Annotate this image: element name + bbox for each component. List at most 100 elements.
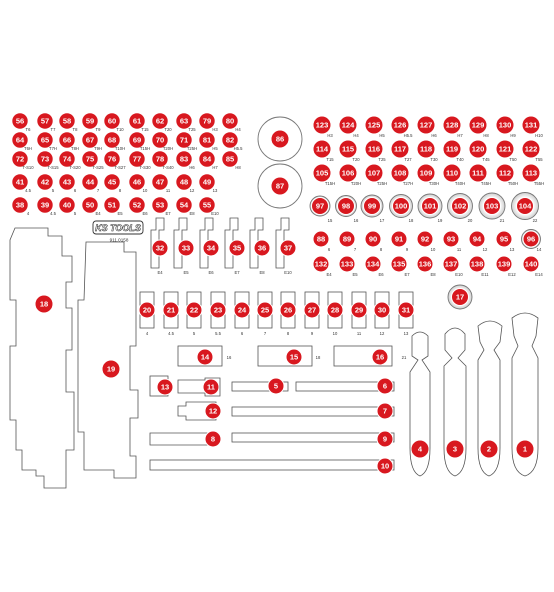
badge-108: 108 <box>390 163 410 183</box>
badge-39: 39 <box>36 196 54 214</box>
size-label: T-S30 <box>139 165 151 170</box>
badge-99: 99 <box>363 197 381 215</box>
badge-58: 58 <box>58 112 76 130</box>
badge-140: 140 <box>522 255 540 273</box>
badge-101: 101 <box>421 197 439 215</box>
size-label: 13 <box>404 331 409 336</box>
size-label: 10 <box>431 247 436 252</box>
size-label: E4 <box>95 211 101 216</box>
size-label: 18 <box>409 218 414 223</box>
badge-38: 38 <box>11 196 29 214</box>
size-label: H4 <box>235 127 241 132</box>
size-label: 8 <box>287 331 290 336</box>
size-label: E7 <box>165 211 171 216</box>
badge-80: 80 <box>221 112 239 130</box>
svg-text:109: 109 <box>420 169 433 178</box>
svg-text:65: 65 <box>41 136 49 145</box>
badge-102: 102 <box>451 197 469 215</box>
badge-32: 32 <box>151 239 169 257</box>
svg-text:121: 121 <box>499 145 512 154</box>
badge-8: 8 <box>204 430 222 448</box>
badge-68: 68 <box>103 131 121 149</box>
svg-text:139: 139 <box>498 260 511 269</box>
svg-text:95: 95 <box>500 235 508 244</box>
size-label: T20 <box>164 127 172 132</box>
size-label: 5 <box>52 188 55 193</box>
badge-19: 19 <box>101 359 121 379</box>
svg-text:35: 35 <box>233 244 241 253</box>
svg-text:79: 79 <box>203 117 211 126</box>
svg-text:83: 83 <box>180 155 188 164</box>
badge-73: 73 <box>36 150 54 168</box>
badge-41: 41 <box>11 173 29 191</box>
size-label: 21 <box>402 355 407 360</box>
badge-16: 16 <box>371 348 389 366</box>
badge-4: 4 <box>410 439 430 459</box>
svg-text:140: 140 <box>525 260 538 269</box>
size-label: 15 <box>328 218 333 223</box>
badge-115: 115 <box>338 139 358 159</box>
badge-98: 98 <box>337 197 355 215</box>
size-label: T-S20 <box>69 165 81 170</box>
size-label: E5 <box>183 270 189 275</box>
svg-text:54: 54 <box>180 201 189 210</box>
size-label: T20H <box>163 146 173 151</box>
svg-text:87: 87 <box>276 182 284 191</box>
svg-text:60: 60 <box>108 117 116 126</box>
svg-text:89: 89 <box>343 235 351 244</box>
badge-33: 33 <box>177 239 195 257</box>
svg-text:132: 132 <box>315 260 328 269</box>
badge-36: 36 <box>253 239 271 257</box>
badge-132: 132 <box>312 255 330 273</box>
svg-text:129: 129 <box>472 121 485 130</box>
badge-110: 110 <box>442 163 462 183</box>
svg-text:80: 80 <box>226 117 234 126</box>
size-label: E4 <box>157 270 163 275</box>
badge-5: 5 <box>267 377 285 395</box>
badge-25: 25 <box>256 301 274 319</box>
svg-text:57: 57 <box>41 117 49 126</box>
badge-105: 105 <box>312 163 332 183</box>
svg-text:63: 63 <box>180 117 188 126</box>
svg-text:115: 115 <box>342 145 354 154</box>
badge-6: 6 <box>376 377 394 395</box>
size-label: E10 <box>284 270 292 275</box>
svg-text:20: 20 <box>143 306 151 315</box>
svg-text:13: 13 <box>161 383 169 392</box>
size-label: T20 <box>352 157 360 162</box>
badge-129: 129 <box>468 115 488 135</box>
badge-77: 77 <box>128 150 146 168</box>
svg-text:4: 4 <box>418 445 423 454</box>
size-label: T6 <box>26 127 32 132</box>
badge-75: 75 <box>81 150 99 168</box>
size-label: T45H <box>481 181 491 186</box>
svg-text:124: 124 <box>342 121 355 130</box>
svg-text:102: 102 <box>454 202 467 211</box>
size-label: 18 <box>316 355 321 360</box>
badge-131: 131 <box>521 115 541 135</box>
size-label: 14 <box>537 247 542 252</box>
badge-64: 64 <box>11 131 29 149</box>
svg-text:120: 120 <box>472 145 485 154</box>
svg-text:82: 82 <box>226 136 234 145</box>
size-label: E5 <box>352 272 358 277</box>
size-label: 20 <box>468 218 473 223</box>
svg-text:96: 96 <box>527 235 535 244</box>
svg-text:14: 14 <box>201 353 210 362</box>
size-label: H7 <box>457 133 463 138</box>
svg-text:38: 38 <box>16 201 24 210</box>
svg-text:31: 31 <box>402 306 410 315</box>
svg-text:56: 56 <box>16 117 24 126</box>
size-label: T50H <box>508 181 518 186</box>
badge-134: 134 <box>364 255 382 273</box>
svg-text:75: 75 <box>86 155 94 164</box>
size-label: H4 <box>353 133 359 138</box>
socket-slots <box>139 291 414 329</box>
size-label: H5 <box>379 133 385 138</box>
badge-126: 126 <box>390 115 410 135</box>
badge-65: 65 <box>36 131 54 149</box>
badge-50: 50 <box>81 196 99 214</box>
svg-text:KS TOOLS: KS TOOLS <box>95 223 141 233</box>
svg-text:33: 33 <box>182 244 190 253</box>
